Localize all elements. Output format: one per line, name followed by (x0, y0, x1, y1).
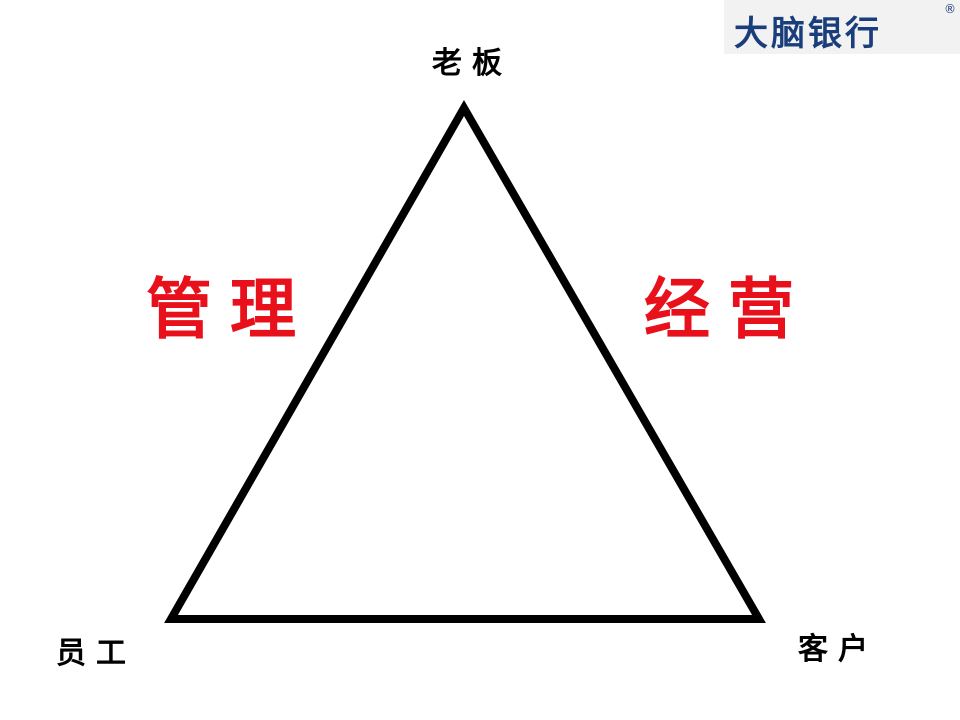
triangle-shape (164, 99, 766, 623)
node-label-employee: 员工 (56, 636, 136, 671)
node-label-boss: 老板 (432, 46, 512, 81)
registered-mark: ® (944, 2, 956, 16)
edge-label-management: 管理 (146, 270, 314, 348)
node-label-customer: 客户 (798, 632, 878, 667)
edge-label-operation: 经营 (644, 270, 812, 348)
logo-text: 大脑银行 (734, 14, 882, 54)
brand-logo: 大脑银行 ® (724, 0, 960, 54)
